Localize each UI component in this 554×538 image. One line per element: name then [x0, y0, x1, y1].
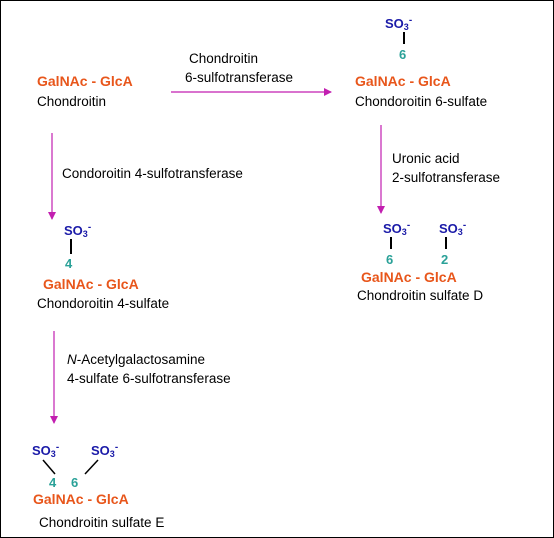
sulfate-group: SO3- — [91, 442, 119, 459]
sulfate-group: SO3- — [383, 220, 411, 237]
bond — [84, 459, 99, 475]
compound-name: Chondoroitin 6-sulfate — [355, 94, 488, 109]
bond — [42, 459, 56, 475]
enzyme-line: 4-sulfate 6-sulfotransferase — [67, 371, 231, 386]
sulfate-group: SO3- — [385, 15, 413, 32]
sulfate-position: 6 — [71, 475, 79, 490]
sulfate-position: 4 — [49, 475, 57, 490]
compound-name: Chondroitin sulfate D — [357, 288, 484, 303]
sugar-label: GalNAc - GlcA — [33, 491, 129, 507]
compound-csd: GalNAc - GlcA Chondroitin sulfate D — [357, 269, 483, 303]
compound-name: Chondoroitin 4-sulfate — [37, 296, 170, 311]
compound-name: Chondroitin — [37, 94, 107, 109]
sugar-label: GalNAc - GlcA — [355, 73, 451, 89]
sulfate-position: 6 — [399, 47, 407, 62]
enzyme-ua2st: Uronic acid 2-sulfotransferase — [392, 149, 500, 187]
enzyme-prefix: N — [67, 352, 77, 367]
enzyme-line-rest: -Acetylgalactosamine — [76, 352, 206, 367]
bond — [390, 237, 392, 249]
compound-c4s: GalNAc - GlcA Chondoroitin 4-sulfate — [37, 276, 169, 311]
enzyme-line: Chondroitin — [189, 51, 259, 66]
compound-name: Chondroitin sulfate E — [39, 515, 165, 530]
compound-cse: GalNAc - GlcA Chondroitin sulfate E — [33, 491, 164, 530]
bond — [403, 32, 405, 44]
sulfate-group: SO3- — [439, 220, 467, 237]
enzyme-galnac4s6st: N-Acetylgalactosamine 4-sulfate 6-sulfot… — [67, 350, 231, 388]
sulfate-group: SO3- — [64, 222, 92, 239]
enzyme-line: N-Acetylgalactosamine — [67, 350, 231, 369]
sulfate-position: 6 — [386, 252, 394, 267]
bond — [445, 237, 447, 249]
enzyme-line: 6-sulfotransferase — [185, 70, 294, 85]
enzyme-line: Condoroitin 4-sulfotransferase — [62, 166, 243, 181]
sugar-label: GalNAc - GlcA — [361, 269, 457, 285]
sugar-label: GalNAc - GlcA — [37, 73, 133, 89]
enzyme-line: 2-sulfotransferase — [392, 170, 501, 185]
sugar-label: GalNAc - GlcA — [43, 276, 139, 292]
enzyme-c6st: Chondroitin 6-sulfotransferase — [185, 49, 293, 87]
enzyme-line: Uronic acid — [392, 151, 460, 166]
bond — [70, 239, 72, 254]
sulfate-group: SO3- — [32, 442, 60, 459]
enzyme-c4st: Condoroitin 4-sulfotransferase — [62, 164, 243, 183]
compound-chondroitin: GalNAc - GlcA Chondroitin — [37, 73, 133, 109]
compound-c6s: GalNAc - GlcA Chondoroitin 6-sulfate — [355, 73, 487, 109]
sulfate-position: 2 — [441, 252, 449, 267]
sulfate-position: 4 — [65, 256, 73, 271]
